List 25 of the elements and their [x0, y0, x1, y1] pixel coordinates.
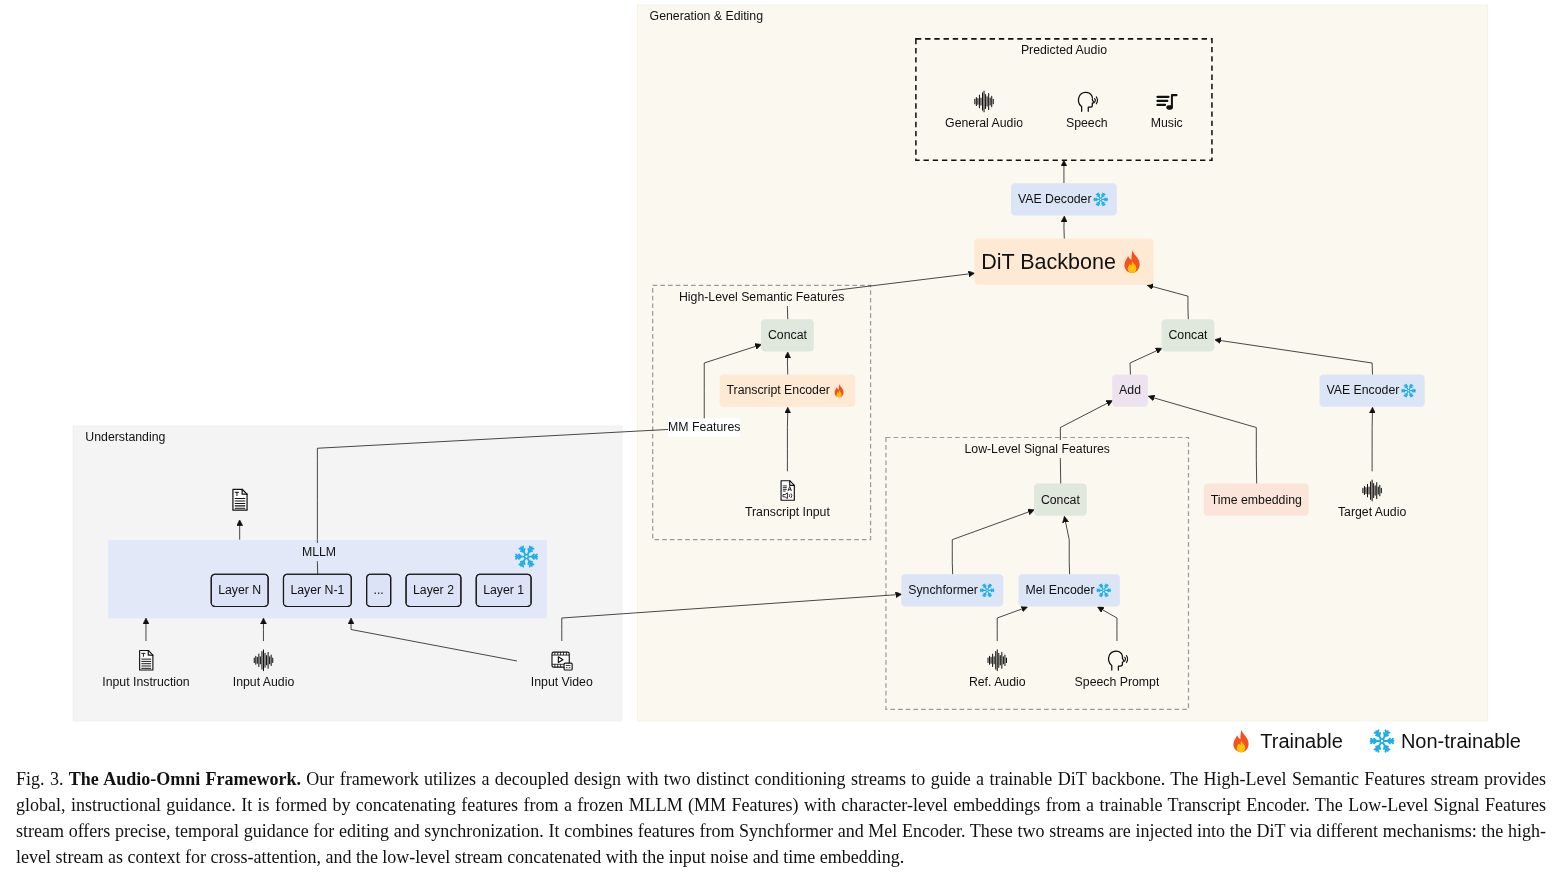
node-box: Concat — [1034, 483, 1087, 516]
node-box: Transcript Encoder — [719, 374, 856, 407]
node-box: VAE Decoder — [1011, 183, 1117, 216]
node-box: Synchformer — [901, 574, 1004, 607]
node-label: Transcript Input — [745, 505, 830, 519]
node-text: Ref. Audio — [968, 674, 1026, 688]
node-box: Time embedding — [1203, 483, 1309, 516]
node-text: Input Audio — [232, 674, 295, 688]
node-box: Mel Encoder — [1018, 574, 1120, 607]
node-box: Add — [1112, 374, 1148, 407]
node-text: General Audio — [945, 116, 1024, 130]
legend-label: Trainable — [1260, 729, 1343, 753]
node-box: VAE Encoder — [1319, 374, 1425, 407]
figure-caption: Fig. 3. The Audio-Omni Framework. Our framework utilizes a decoupled design with two distinct conditioning streams to guide a trainable DiT backbone. The High-Level Semantic Features stream provides global, instructional guidance. It is formed by concatenating features from a frozen MLLM (MM Features) with character-level embeddings from a trainable Transcript Encoder. The Low-Level Signal Features stream offers precise, temporal guidance for editing and synchronization. It combines features from Synchformer and Mel Encoder. These two streams are injected into the DiT via different mechanisms: the high-level stream as context for cross-attention, and the low-level stream concatenated with the input noise and time embedding. — [16, 768, 1546, 869]
node-text: Speech Prompt — [1074, 674, 1160, 688]
node-box: DiT Backbone — [974, 238, 1154, 285]
node-box: Concat — [761, 319, 814, 352]
node-text: Target Audio — [1338, 505, 1407, 519]
node-text: Speech — [1066, 116, 1108, 130]
node-label: Input Instruction — [102, 674, 190, 688]
edge-label: MM Features — [668, 420, 741, 434]
node-box: Concat — [1161, 319, 1215, 352]
legend-label: Non-trainable — [1400, 729, 1521, 753]
node-text: Music — [1150, 116, 1183, 130]
node-label: Input Video — [530, 674, 593, 688]
